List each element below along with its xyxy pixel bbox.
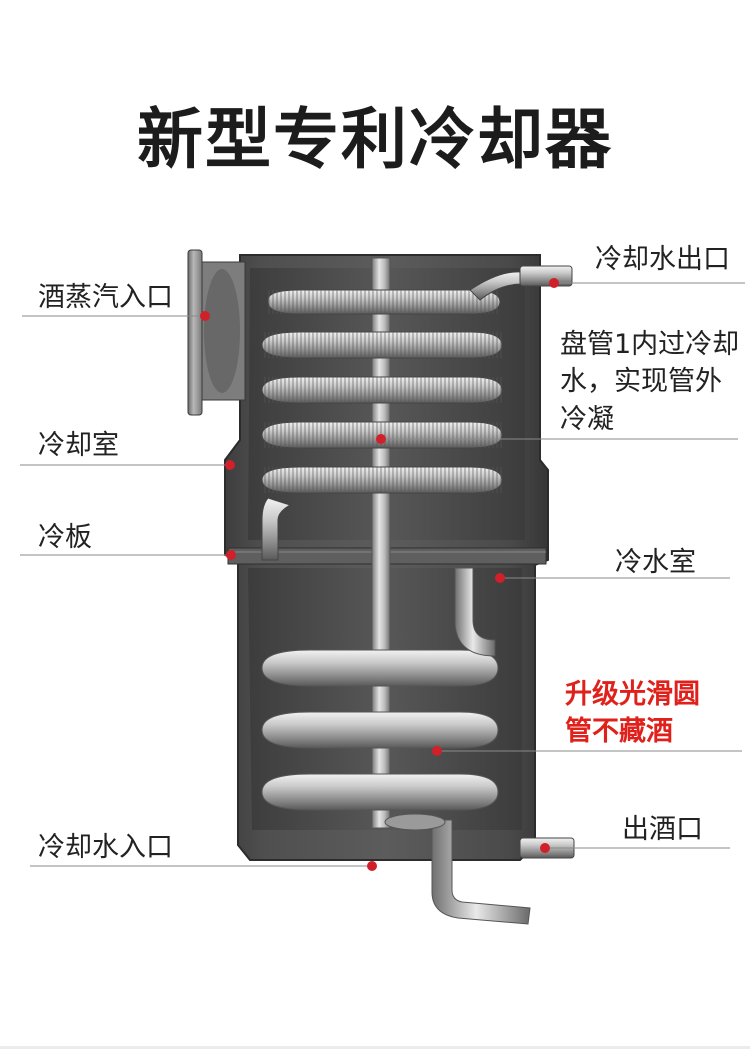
cooling-water-outlet-pipe <box>519 265 573 287</box>
label-cooling-water-outlet: 冷却水出口 <box>595 244 730 275</box>
label-cold-water-chamber: 冷水室 <box>615 547 696 578</box>
leader-lines <box>20 282 745 867</box>
label-cold-plate: 冷板 <box>38 522 92 553</box>
label-vapor-inlet: 酒蒸汽入口 <box>38 282 173 313</box>
label-liquor-outlet: 出酒口 <box>622 814 703 845</box>
label-upgrade-note: 升级光滑圆管不藏酒 <box>565 679 700 748</box>
label-cooling-chamber: 冷却室 <box>38 430 119 461</box>
marker-dots <box>200 278 559 871</box>
vapor-inlet-flange <box>187 249 246 416</box>
smooth-coil <box>261 567 531 925</box>
label-coil-note: 盘管1内过冷却水，实现管外冷凝 <box>560 329 740 435</box>
bottom-divider <box>0 1046 750 1049</box>
corrugated-coil <box>261 271 523 561</box>
page-title: 新型专利冷却器 <box>137 101 613 178</box>
label-cooling-water-inlet: 冷却水入口 <box>38 832 173 863</box>
